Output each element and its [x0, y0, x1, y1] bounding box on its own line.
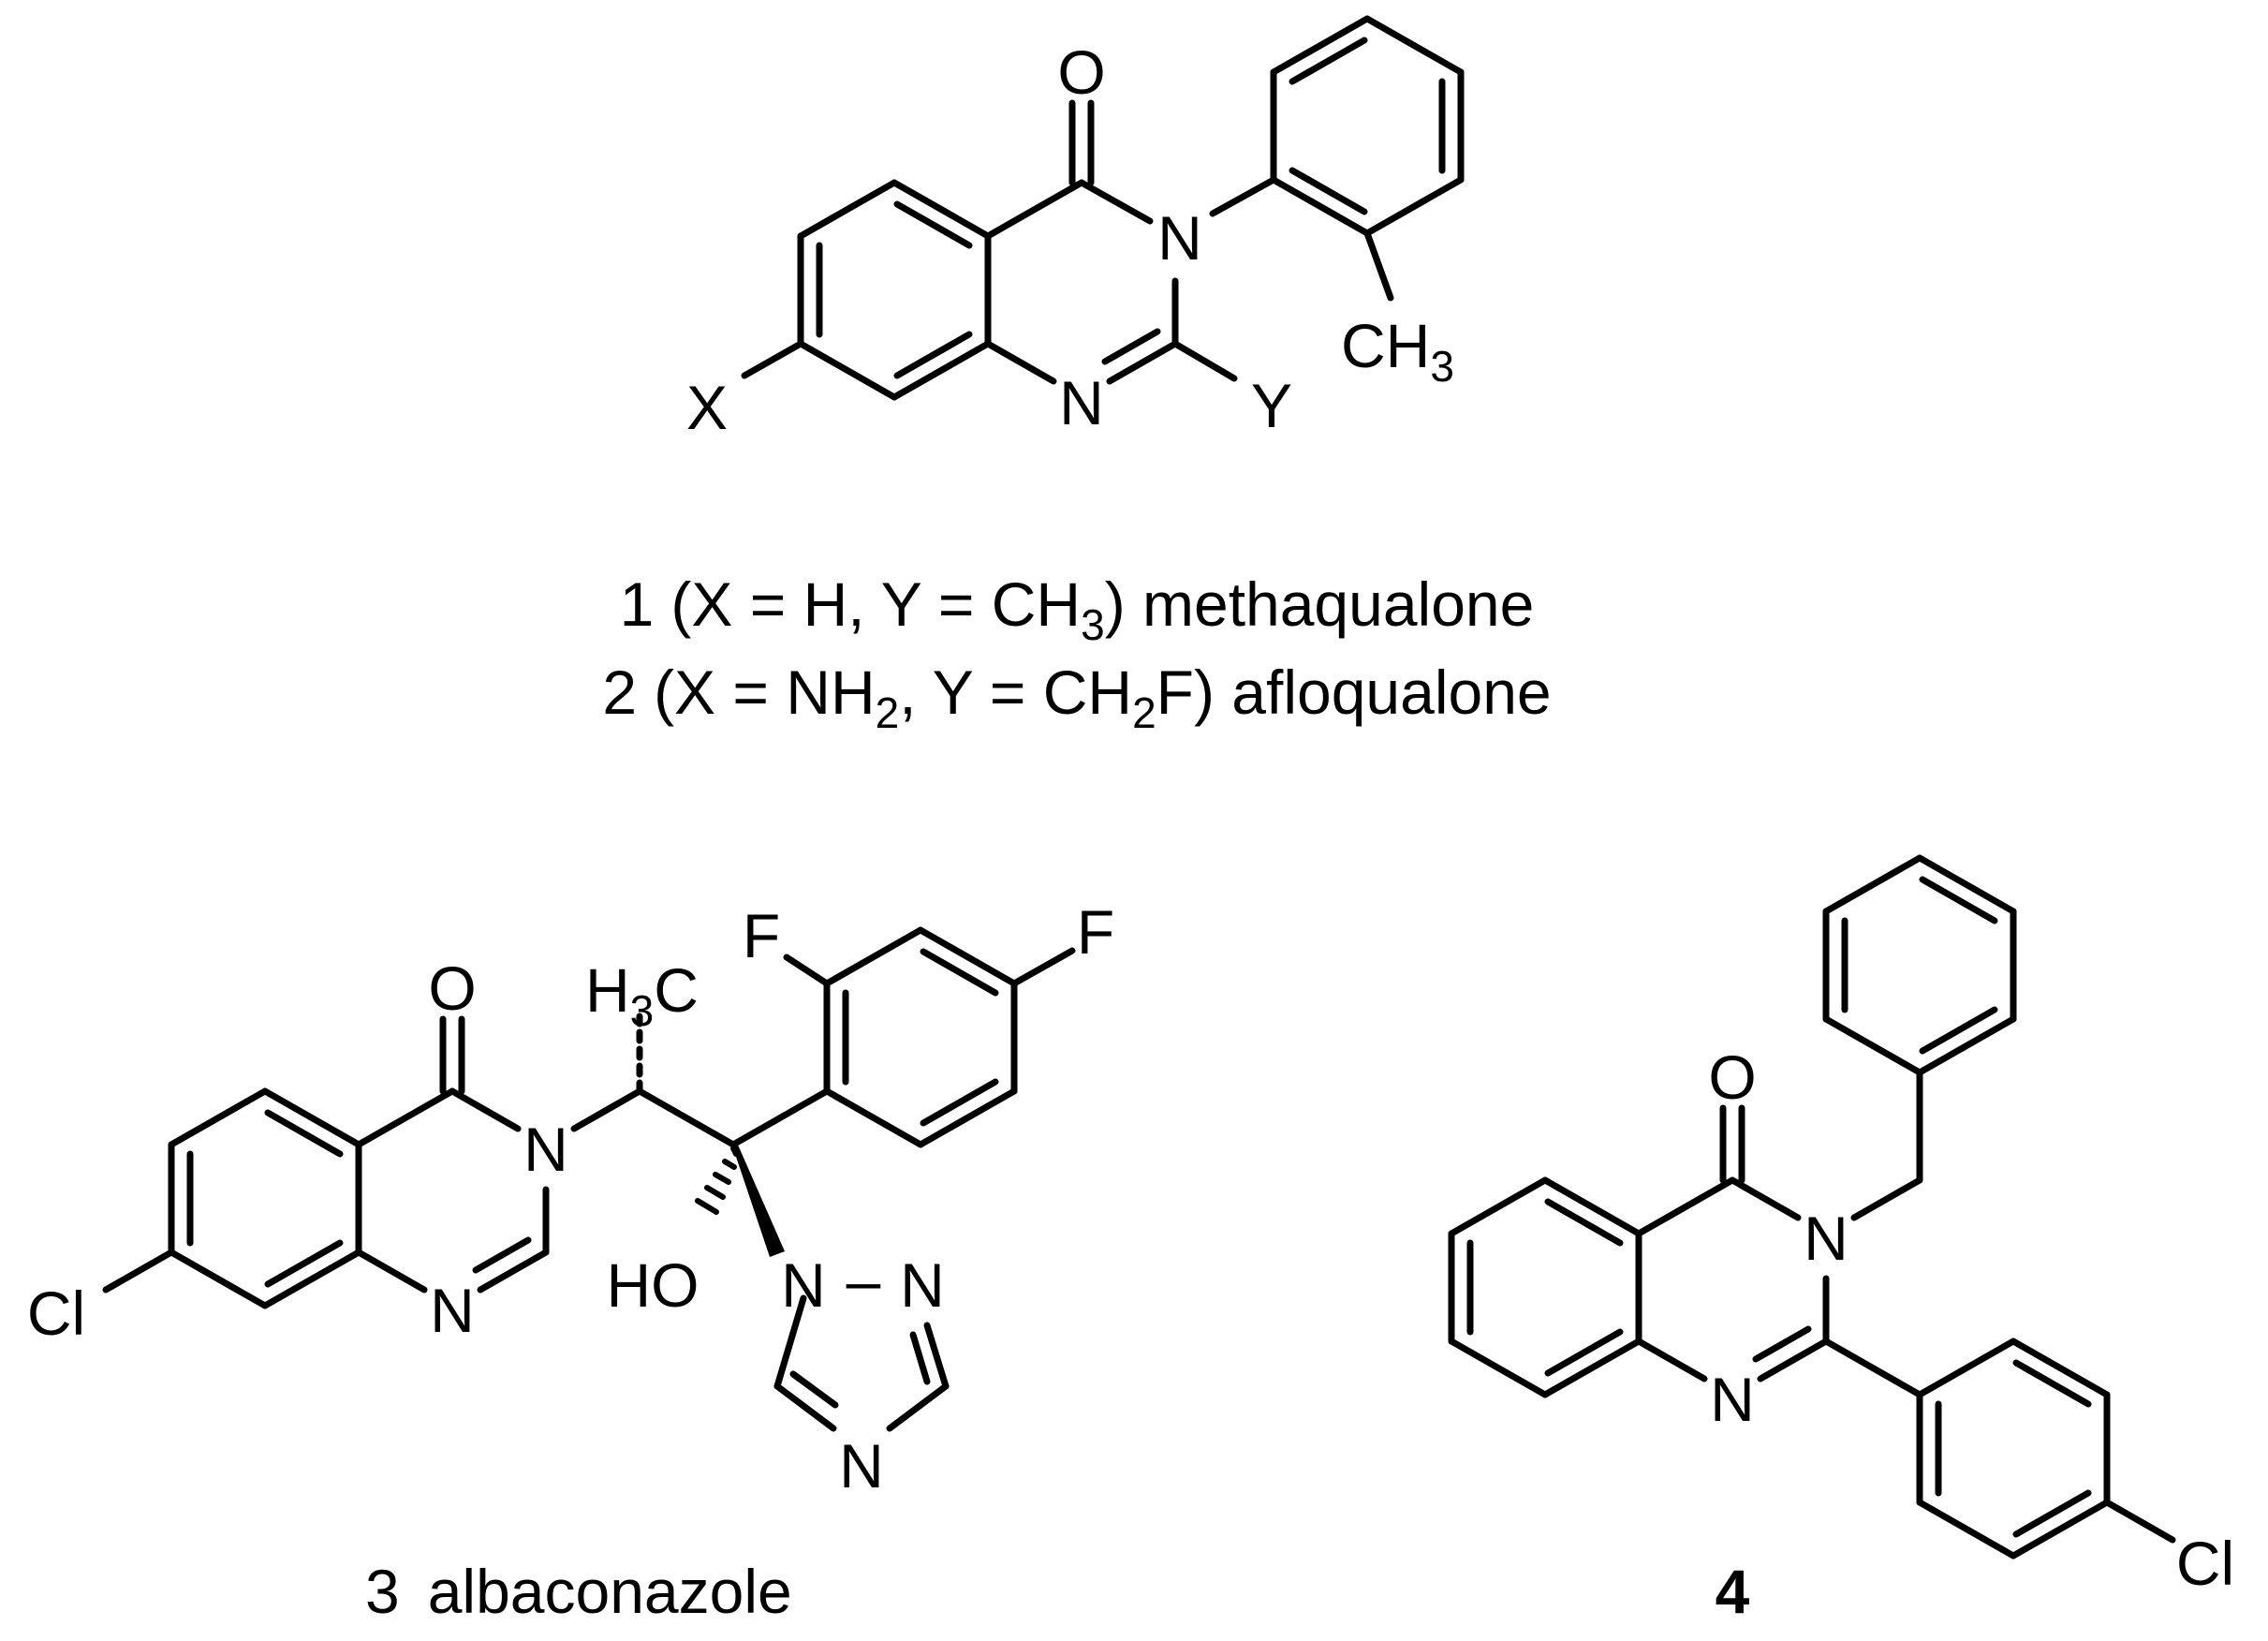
compound-1-2-structure	[741, 15, 1465, 401]
atom-N1: N	[430, 1276, 475, 1345]
atom-O: O	[428, 954, 476, 1023]
triazole-bond-dash: –	[847, 1246, 881, 1315]
triazole-N2: N	[900, 1250, 945, 1320]
caption-compound-2: 2(X = NH2, Y = CH2F) afloqualone	[602, 658, 1551, 737]
compound-1-2-captions: 1(X = H, Y = CH3) methaqualone 2(X = NH2…	[602, 569, 1551, 737]
atom-F-para: F	[1077, 897, 1114, 967]
hashed-bond-oh	[695, 1146, 739, 1215]
compound-4-caption: 4	[1716, 1557, 1750, 1626]
hydroxyl-label: HO	[607, 1250, 700, 1320]
methyl-label-h3c: H3C	[585, 955, 699, 1035]
atom-N3: N	[523, 1115, 568, 1184]
atom-O: O	[1708, 1042, 1756, 1112]
atom-N1: N	[1710, 1365, 1755, 1434]
atom-N3: N	[1804, 1204, 1848, 1273]
triazole-N4: N	[839, 1431, 884, 1501]
atom-Cl: Cl	[27, 1279, 85, 1348]
atom-Y: Y	[1251, 371, 1292, 440]
atom-F-ortho: F	[743, 901, 780, 970]
atom-X: X	[686, 373, 728, 442]
methyl-label: CH3	[1341, 311, 1454, 391]
atom-O: O	[1057, 37, 1105, 107]
wedge-bond-triazole	[731, 1143, 785, 1257]
compound-3-atom-labels: O N N Cl H3C F F HO N – N N	[27, 897, 1114, 1501]
compound-1-2-atom-labels: O N N X Y CH3	[686, 37, 1454, 442]
caption-compound-1: 1(X = H, Y = CH3) methaqualone	[620, 569, 1535, 649]
triazole-N1: N	[781, 1250, 826, 1320]
caption-compound-4: 4	[1716, 1557, 1750, 1626]
compound-4-structure	[1448, 854, 2176, 1560]
compound-3-structure	[102, 926, 1076, 1432]
atom-Cl: Cl	[2176, 1529, 2234, 1598]
atom-N3: N	[1157, 203, 1202, 273]
compound-4-atom-labels: O N N Cl	[1708, 1042, 2234, 1598]
atom-N1: N	[1059, 368, 1104, 437]
